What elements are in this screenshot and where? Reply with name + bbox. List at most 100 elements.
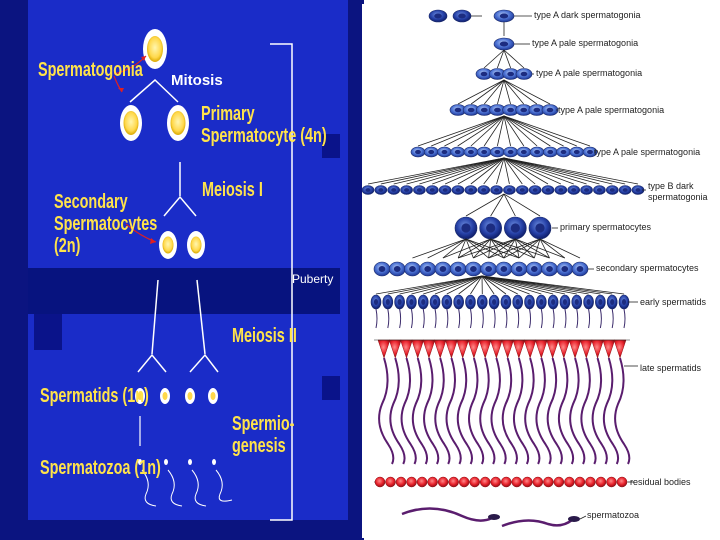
late-spermatid-head <box>422 339 436 359</box>
label-type-a-pale-4: type A pale spermatogonia <box>594 147 701 157</box>
lineage-line <box>406 157 505 185</box>
lineage-line <box>442 238 491 259</box>
lineage-line <box>457 157 505 185</box>
lineage-line <box>481 275 495 295</box>
lineage-line <box>539 238 581 259</box>
late-spermatid-head <box>411 339 425 359</box>
early-spermatid-tail <box>422 308 425 329</box>
lineage-line <box>470 275 483 295</box>
lineage-line <box>503 115 577 147</box>
lineage-line <box>503 115 551 147</box>
late-spermatid-head <box>534 339 548 359</box>
residual-body <box>385 476 396 488</box>
lineage-line <box>490 238 535 259</box>
spermatogenesis-tree-drawing <box>362 9 646 528</box>
meiosis-ii-branch <box>189 353 219 373</box>
lineage-line <box>490 193 505 217</box>
label-type-a-pale-3: type A pale spermatogonia <box>558 105 665 115</box>
late-spermatid-tail <box>479 357 496 465</box>
left-diagram-background <box>28 0 348 520</box>
spermatogonium-cell <box>120 105 142 141</box>
late-spermatid-head <box>490 339 503 359</box>
lineage-line <box>399 275 483 295</box>
lineage-line <box>442 238 467 259</box>
late-spermatid-tail <box>445 357 462 465</box>
lineage-line <box>503 157 600 185</box>
late-spermatid-tail <box>378 357 395 465</box>
late-spermatid-tail <box>546 357 563 465</box>
late-spermatid-head <box>568 339 582 359</box>
right-diagram-panel: type A dark spermatogonia type A pale sp… <box>362 4 712 538</box>
lineage-line <box>367 157 505 185</box>
late-spermatid-head <box>591 339 604 359</box>
lineage-line <box>483 79 505 105</box>
lineage-line <box>503 157 574 185</box>
lineage-line <box>503 157 510 185</box>
residual-body <box>427 476 438 488</box>
residual-body <box>448 476 459 488</box>
lineage-line <box>431 115 505 147</box>
label-type-a-pale-2: type A pale spermatogonia <box>536 68 643 78</box>
secondary-spermatocyte-cell <box>159 231 177 259</box>
lineage-line <box>434 275 483 295</box>
late-spermatid-head <box>400 339 413 359</box>
lineage-line <box>488 238 492 259</box>
label-puberty: Puberty <box>292 272 334 286</box>
lineage-line <box>503 157 587 185</box>
early-spermatid-tail <box>540 308 543 329</box>
lineage-line <box>515 238 550 259</box>
lineage-line <box>465 238 489 259</box>
lineage-line <box>444 115 505 147</box>
lineage-line <box>496 115 505 147</box>
lineage-line <box>458 238 516 259</box>
residual-body <box>406 476 417 488</box>
label-residual-bodies: residual bodies <box>630 477 691 487</box>
early-spermatid-tail <box>588 308 591 329</box>
early-spermatid-tail <box>469 308 472 329</box>
residual-body <box>595 476 607 488</box>
lineage-line <box>446 275 483 295</box>
residual-body <box>511 476 523 488</box>
early-spermatid-tail <box>399 308 402 329</box>
late-spermatid-head <box>546 339 559 359</box>
panel-separator <box>356 0 364 540</box>
lineage-line <box>412 238 467 259</box>
lineage-line <box>457 115 505 147</box>
residual-body <box>585 476 596 488</box>
label-type-b-dark-2: spermatogonia <box>648 192 708 202</box>
dark-block <box>322 134 340 158</box>
residual-body <box>479 476 491 488</box>
late-spermatid-head <box>467 339 481 359</box>
label-mitosis: Mitosis <box>171 72 223 89</box>
early-spermatid-tail <box>410 308 413 329</box>
puberty-band <box>28 268 340 314</box>
lineage-line <box>503 157 549 185</box>
lineage-line <box>387 275 483 295</box>
late-spermatid-tail <box>456 357 473 465</box>
early-spermatid-tail <box>387 308 390 329</box>
meiosis-ii-stem <box>196 279 206 355</box>
stage-bracket <box>270 43 293 521</box>
lineage-line <box>481 275 507 295</box>
spermatozoon <box>401 507 493 522</box>
lineage-line <box>483 157 505 185</box>
residual-body <box>501 476 512 488</box>
secondary-spermatocyte-cell <box>187 231 205 259</box>
early-spermatid-tail <box>552 308 555 329</box>
lineage-line <box>497 79 505 105</box>
late-spermatid-tail <box>580 357 597 465</box>
label-primary-spermatocytes: primary spermatocytes <box>560 222 652 232</box>
lineage-line <box>481 275 542 295</box>
dark-block <box>322 376 340 400</box>
late-spermatid-head <box>557 339 571 359</box>
label-pointer-line <box>579 515 587 520</box>
late-spermatid-head <box>523 339 537 359</box>
spermatozoon-head <box>568 516 580 522</box>
late-spermatid-head <box>478 339 492 359</box>
label-primary-1: Primary <box>201 103 255 125</box>
late-spermatid-tail <box>490 357 507 465</box>
early-spermatid-tail <box>529 308 532 329</box>
label-spermatogonia: Spermatogonia <box>38 59 143 81</box>
label-secondary-1: Secondary <box>54 191 128 213</box>
residual-body <box>553 476 565 488</box>
